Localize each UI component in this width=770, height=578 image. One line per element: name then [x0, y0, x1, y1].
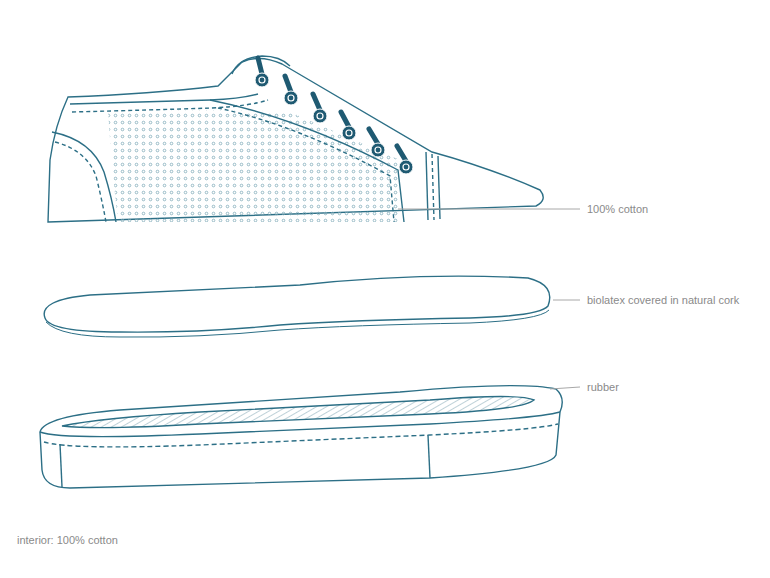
lace — [313, 94, 320, 110]
eyelet-hole — [259, 77, 265, 83]
outsole-seam — [60, 444, 62, 487]
eyelet-hole — [375, 147, 381, 153]
eyelet-hole — [403, 164, 409, 170]
eyelet-hole — [346, 130, 352, 136]
leader-line — [398, 209, 580, 210]
outsole-outline — [40, 386, 562, 488]
eyelet — [284, 91, 298, 105]
toe-cap-line — [426, 152, 428, 220]
outsole-inner — [62, 397, 534, 428]
perforated-panel — [100, 100, 410, 230]
toe-cap-stitch — [432, 154, 434, 220]
upper-shoe — [48, 56, 543, 230]
outsole-stitch — [44, 424, 558, 447]
part-label: 100% cotton — [587, 202, 648, 216]
leader-lines — [398, 209, 580, 389]
insole — [44, 276, 550, 332]
eyestay-stitch — [218, 108, 394, 222]
eyelet — [399, 160, 413, 174]
insole-edge — [46, 310, 549, 337]
note-label: interior: 100% cotton — [17, 533, 118, 547]
lace — [285, 76, 291, 92]
part-label: rubber — [587, 380, 619, 394]
leader-line — [550, 387, 580, 389]
tongue — [232, 56, 290, 74]
lace — [397, 146, 406, 161]
outsole-rim — [40, 412, 560, 437]
heel-counter — [52, 132, 116, 222]
eyelet — [313, 109, 327, 123]
outsole-seam — [428, 435, 430, 478]
eyelet-hole — [317, 113, 323, 119]
eyelet-hole — [288, 95, 294, 101]
part-label: biolatex covered in natural cork — [587, 293, 739, 307]
eyelet — [255, 73, 269, 87]
collar-line — [70, 94, 258, 104]
outsole — [40, 386, 562, 488]
lace — [369, 129, 378, 144]
eyelet — [342, 126, 356, 140]
eyestay-line — [210, 100, 404, 222]
lace — [341, 112, 349, 127]
heel-stitch — [55, 142, 106, 222]
eyelet — [371, 143, 385, 157]
lace — [258, 58, 262, 74]
laces-and-eyelets — [255, 58, 413, 174]
toe-cap-line — [438, 156, 440, 219]
leader-line — [553, 300, 580, 301]
